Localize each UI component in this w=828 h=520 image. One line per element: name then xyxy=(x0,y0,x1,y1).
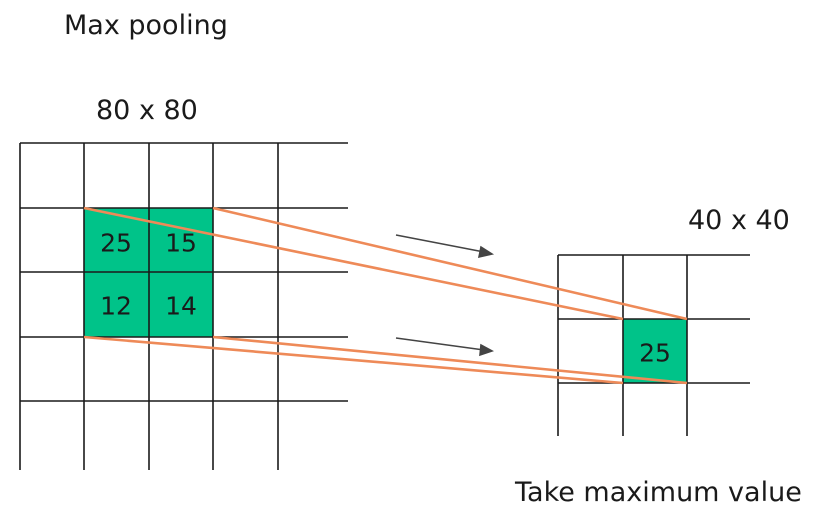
arrow-top xyxy=(395,234,485,253)
pooling-connectors xyxy=(83,206,688,385)
output-grid xyxy=(557,254,750,436)
connector-bottom-left xyxy=(83,335,624,385)
connector-top-left xyxy=(83,206,624,321)
diagram-title: Max pooling xyxy=(64,10,228,41)
caption-label: Take maximum value xyxy=(515,477,802,508)
connector-bottom-right xyxy=(212,335,688,385)
input-cell-value: 25 xyxy=(100,229,132,258)
output-size-label: 40 x 40 xyxy=(688,205,790,236)
connector-top-right xyxy=(212,206,688,321)
arrow-bottom-head xyxy=(479,343,494,357)
input-cell-value: 15 xyxy=(165,229,197,258)
arrow-top-head xyxy=(477,245,495,259)
direction-arrows xyxy=(395,234,495,357)
arrow-bottom xyxy=(395,337,485,351)
output-cell-value: 25 xyxy=(639,339,671,368)
input-cell-value: 14 xyxy=(165,292,197,321)
input-cell-value: 12 xyxy=(100,292,132,321)
output-pool-cell xyxy=(623,319,687,383)
input-grid xyxy=(19,142,348,470)
input-size-label: 80 x 80 xyxy=(96,95,198,126)
